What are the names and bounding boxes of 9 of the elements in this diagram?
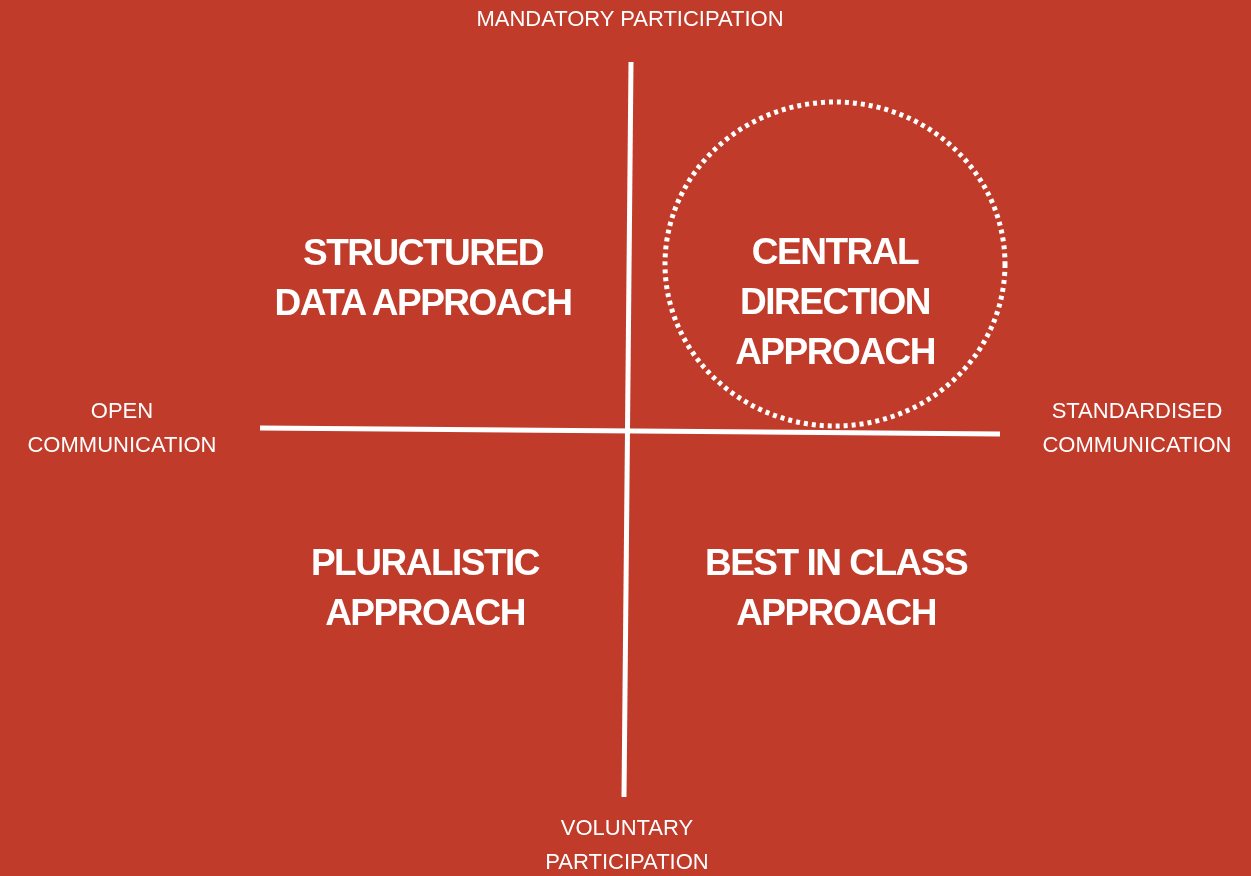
quadrant-label: CENTRAL DIRECTION APPROACH (734, 230, 936, 374)
axis-label: OPEN COMMUNICATION (26, 397, 218, 459)
quadrant-label: PLURALISTIC APPROACH (309, 541, 541, 635)
quadrant-label: BEST IN CLASS APPROACH (703, 541, 969, 635)
axis-label: VOLUNTARY PARTICIPATION (544, 814, 710, 876)
axis-label: MANDATORY PARTICIPATION (475, 5, 785, 33)
axis-label: STANDARDISED COMMUNICATION (1041, 397, 1233, 459)
quadrant-label: STRUCTURED DATA APPROACH (273, 231, 573, 325)
dotted-circle (662, 99, 1008, 429)
